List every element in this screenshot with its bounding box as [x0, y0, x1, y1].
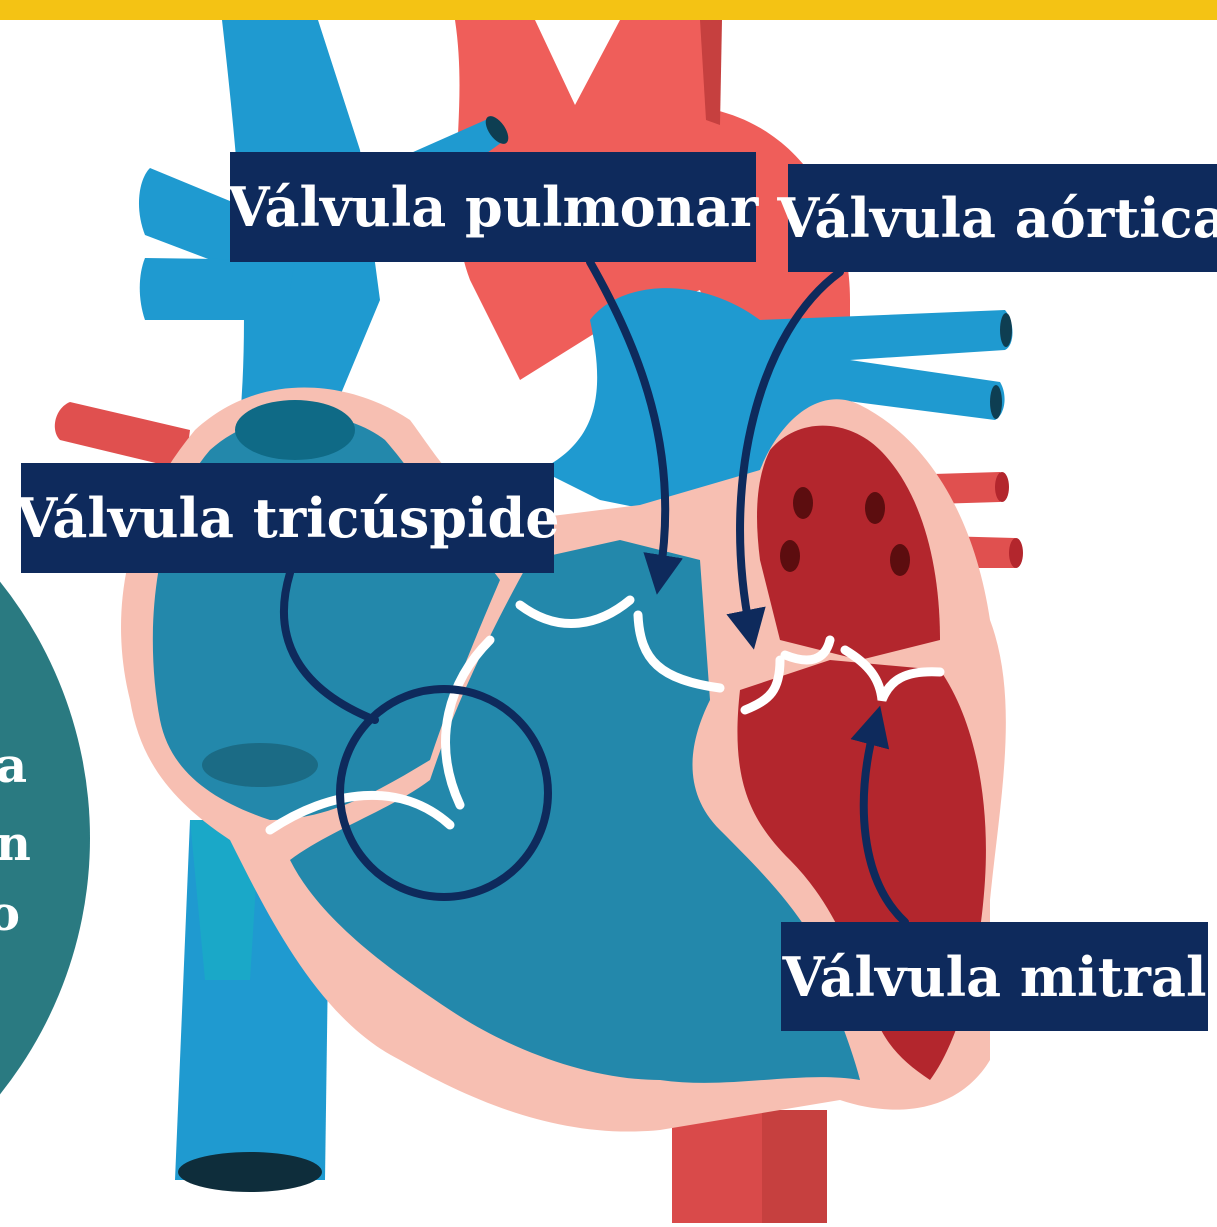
side-text-fragment-3: o: [0, 890, 20, 938]
label-pulmonary-valve: Válvula pulmonar: [230, 152, 756, 262]
descending-aorta: [672, 1110, 827, 1223]
atrium-shadow: [235, 400, 355, 460]
side-text-fragment-2: n: [0, 820, 31, 868]
top-band: [0, 0, 1217, 20]
side-text-fragment-1: a: [0, 742, 27, 790]
pulmonary-vein-left: [55, 402, 190, 470]
label-aortic-valve: Válvula aórtica: [788, 164, 1217, 272]
label-tricuspid-valve: Válvula tricúspide: [21, 463, 554, 573]
atrium-floor-shadow: [202, 743, 318, 787]
label-mitral-valve: Válvula mitral: [781, 922, 1208, 1031]
